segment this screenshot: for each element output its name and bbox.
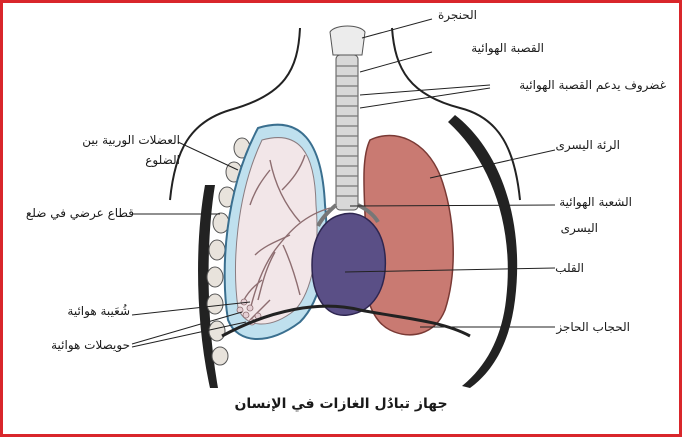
chest-wall-right — [448, 115, 517, 388]
label-rib-section: قطاع عرضي في ضلع — [16, 205, 134, 221]
label-left-lung: الرئة اليسرى — [555, 137, 620, 153]
label-heart: القلب — [555, 260, 584, 276]
label-intercostal-1: العضلات الوربية بين — [30, 132, 180, 148]
trachea — [336, 55, 358, 210]
label-intercostal-2: الضلوع — [30, 152, 180, 168]
heart — [312, 213, 385, 315]
label-trachea: القصبة الهوائية — [471, 40, 544, 56]
label-larynx: الحنجرة — [438, 7, 477, 23]
figure-caption: جهاز تبادُل الغازات في الإنسان — [0, 396, 682, 412]
larynx — [330, 26, 365, 55]
label-diaphragm: الحجاب الحاجز — [556, 319, 630, 335]
label-left-bronchus-2: اليسرى — [561, 220, 598, 236]
label-bronchiole: شُعَيبة هوائية — [30, 303, 130, 319]
label-alveoli: حويصلات هوائية — [30, 337, 130, 353]
label-left-bronchus-1: الشعبة الهوائية — [559, 194, 632, 210]
label-trachea-cartilage: غضروف يدعم القصبة الهوائية — [519, 77, 666, 93]
